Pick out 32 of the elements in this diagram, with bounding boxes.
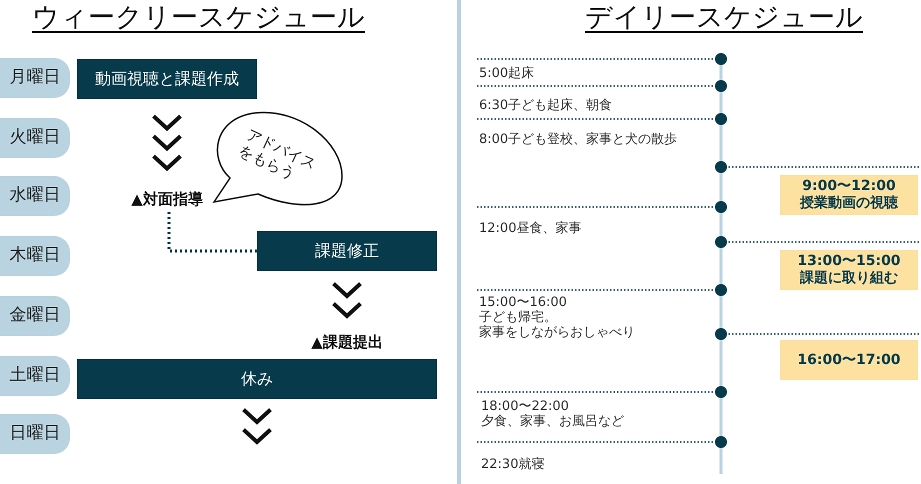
section-title: デイリースケジュール — [585, 1, 863, 35]
highlight-box: 16:00〜17:00 — [780, 340, 918, 380]
schedule-text: 家事をしながらおしゃべり — [479, 325, 635, 340]
schedule-text: 子ども帰宅。 — [479, 310, 557, 325]
bubble-text: アドバイスをもらう — [236, 125, 320, 186]
schedule-text: 5:00起床 — [479, 66, 534, 81]
task-box: 課題修正 — [257, 231, 437, 271]
day-pill: 水曜日 — [0, 176, 70, 216]
schedule-text: 6:30子ども起床、朝食 — [479, 98, 612, 113]
day-pill: 日曜日 — [0, 414, 70, 454]
highlight-box: 9:00〜12:00 授業動画の視聴 — [780, 175, 918, 215]
task-box: 動画視聴と課題作成 — [77, 59, 257, 99]
schedule-text: 18:00〜22:00 — [481, 399, 569, 414]
day-pill: 月曜日 — [0, 58, 70, 98]
chevron-arrow — [243, 409, 271, 445]
dotted-connector — [168, 212, 257, 252]
milestone-text: ▲対面指導 — [118, 188, 216, 210]
schedule-text: 8:00子ども登校、家事と犬の散歩 — [479, 132, 678, 147]
chevron-arrow — [153, 116, 181, 172]
schedule-text: 15:00〜16:00 — [479, 295, 567, 310]
schedule-text: 夕食、家事、お風呂など — [481, 414, 624, 429]
day-pill: 金曜日 — [0, 296, 70, 336]
schedule-text: 12:00昼食、家事 — [479, 221, 582, 236]
schedule-text: 22:30就寝 — [481, 457, 544, 472]
task-box: 休み — [77, 359, 437, 399]
day-pill: 木曜日 — [0, 236, 70, 276]
day-pill: 土曜日 — [0, 356, 70, 396]
chevron-arrow — [333, 283, 361, 319]
highlight-box: 13:00〜15:00 課題に取り組む — [780, 250, 918, 290]
section-title: ウィークリースケジュール — [32, 1, 365, 35]
day-pill: 火曜日 — [0, 118, 70, 158]
milestone-text: ▲課題提出 — [298, 331, 396, 353]
